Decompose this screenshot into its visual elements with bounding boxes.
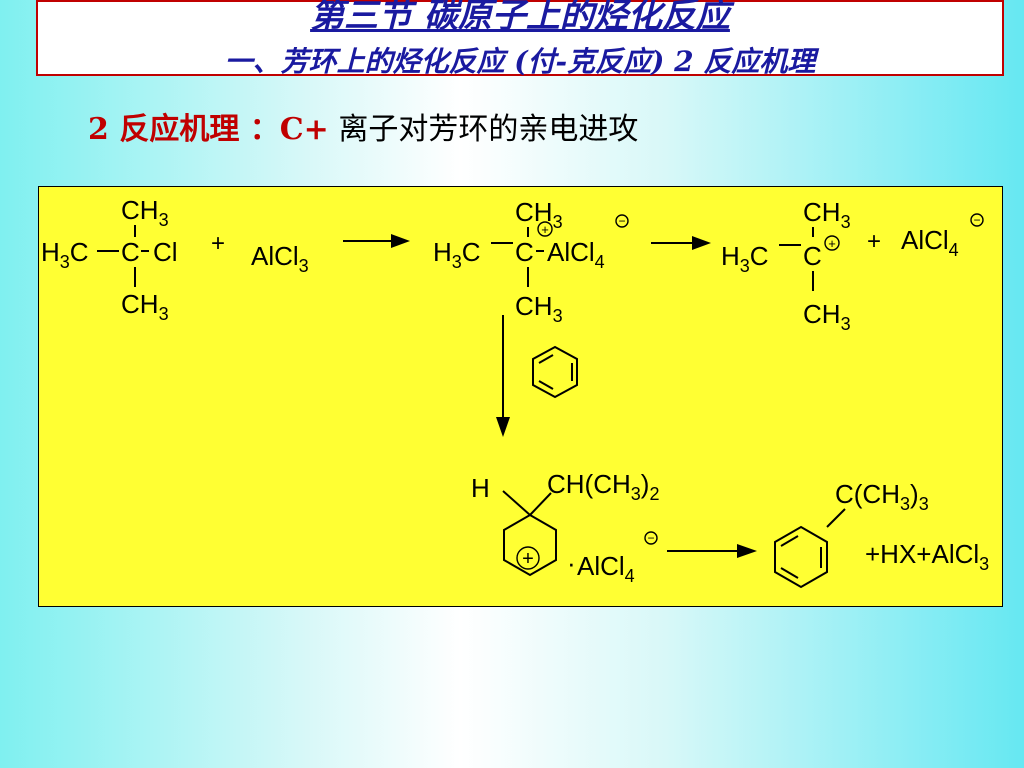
cation-central-carbon: C bbox=[803, 241, 822, 271]
sigma-minus-charge-icon bbox=[644, 531, 658, 545]
mechanism-diagram: CH3 H3C C Cl CH3 + AlCl3 CH3 + − H3C C A… bbox=[41, 195, 989, 589]
cation-ch3-top: CH3 bbox=[803, 197, 851, 232]
svg-text:−: − bbox=[618, 214, 625, 228]
product-substituent: C(CH3)3 bbox=[835, 479, 929, 514]
reaction-arrow-1 bbox=[343, 234, 410, 248]
reactant-ch3-top: CH3 bbox=[121, 195, 169, 230]
plus-sign-2: + bbox=[867, 228, 881, 255]
reactant-h3c: H3C bbox=[41, 237, 89, 272]
heading-cation: C+ bbox=[279, 112, 329, 147]
heading-number: 2 反应机理 ： bbox=[88, 112, 280, 147]
reactant-ch3-bottom: CH3 bbox=[121, 289, 169, 324]
benzene-ring-icon bbox=[532, 345, 578, 399]
sigma-complex: H CH(CH3)2 + · AlCl4 − bbox=[471, 469, 659, 586]
svg-text:+: + bbox=[522, 548, 534, 570]
product-tert-butylbenzene: C(CH3)3 bbox=[774, 479, 929, 589]
sigma-isopropyl: CH(CH3)2 bbox=[547, 469, 659, 504]
sigma-dot: · bbox=[567, 548, 576, 578]
reaction-arrow-3 bbox=[667, 544, 757, 558]
svg-text:−: − bbox=[647, 531, 654, 545]
plus-sign-1: + bbox=[211, 230, 225, 257]
complex-ch3-bottom: CH3 bbox=[515, 291, 563, 326]
page-title: 第三节 碳原子上的烃化反应 bbox=[310, 0, 730, 36]
anion-minus-charge-icon bbox=[970, 213, 984, 227]
title-box: 第三节 碳原子上的烃化反应 一、芳环上的烃化反应 (付-克反应) 2 反应机理 bbox=[36, 0, 1004, 78]
reactant-tert-butyl-chloride: CH3 H3C C Cl CH3 bbox=[41, 195, 178, 324]
reaction-arrow-2 bbox=[651, 236, 711, 250]
complex-central-carbon: C bbox=[515, 237, 534, 267]
product-benzene-ring-icon bbox=[774, 525, 828, 589]
tert-butyl-carbocation: CH3 H3C C + CH3 bbox=[721, 197, 851, 334]
svg-text:+: + bbox=[828, 236, 836, 251]
anion-alcl4: AlCl4 bbox=[901, 225, 959, 260]
reaction-arrow-down bbox=[496, 315, 510, 437]
complex-alcl4: AlCl4 bbox=[547, 237, 605, 272]
sigma-plus-charge-icon bbox=[516, 546, 540, 570]
cation-ch3-bottom: CH3 bbox=[803, 299, 851, 334]
reagent-alcl3: AlCl3 bbox=[251, 241, 309, 276]
svg-text:−: − bbox=[973, 213, 980, 227]
reactant-central-carbon: C bbox=[121, 237, 140, 267]
byproducts: +HX+AlCl3 bbox=[865, 539, 989, 574]
mechanism-panel: CH3 H3C C Cl CH3 + AlCl3 CH3 + − H3C C A… bbox=[38, 186, 1003, 607]
reactant-chlorine: Cl bbox=[153, 237, 178, 267]
sigma-alcl4: AlCl4 bbox=[577, 551, 635, 586]
complex-intermediate: CH3 + − H3C C AlCl4 CH3 bbox=[433, 197, 629, 326]
heading-text: 离子对芳环的亲电进攻 bbox=[328, 112, 639, 147]
section-heading: 2 反应机理 ：C+ 离子对芳环的亲电进攻 bbox=[88, 104, 638, 148]
cation-h3c: H3C bbox=[721, 241, 769, 276]
svg-text:+: + bbox=[541, 222, 549, 237]
complex-h3c: H3C bbox=[433, 237, 481, 272]
cation-plus-charge-icon bbox=[824, 235, 840, 251]
sigma-hydrogen: H bbox=[471, 473, 490, 503]
page-subtitle: 一、芳环上的烃化反应 (付-克反应) 2 反应机理 bbox=[224, 45, 816, 78]
plus-charge-icon bbox=[537, 221, 553, 237]
minus-charge-icon bbox=[615, 214, 629, 228]
